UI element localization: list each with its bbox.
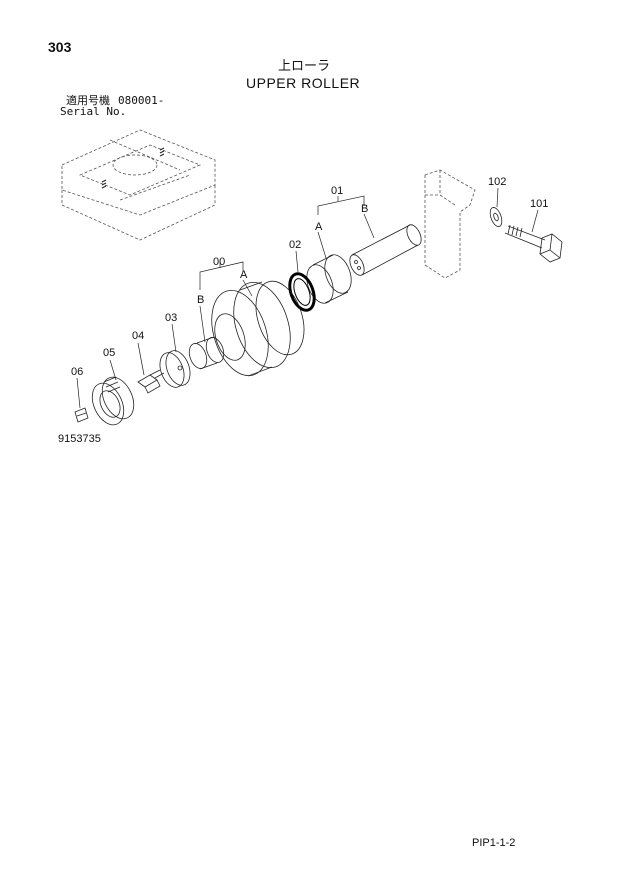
collar bbox=[306, 254, 352, 304]
frame-bracket bbox=[424, 169, 476, 279]
undercarriage-thumbnail bbox=[61, 129, 216, 241]
callout-00: 00 bbox=[213, 256, 225, 268]
shaft bbox=[349, 224, 422, 276]
serial-label-japanese: 適用号機 bbox=[66, 94, 110, 107]
callout-labels: 01 B A 02 00 A B 03 04 05 06 102 101 bbox=[71, 176, 548, 378]
callout-05: 05 bbox=[103, 347, 115, 359]
plug-screw bbox=[137, 369, 165, 394]
callout-00-a: A bbox=[240, 269, 248, 281]
serial-range: 080001- bbox=[118, 94, 165, 107]
cover bbox=[159, 350, 191, 388]
callout-02: 02 bbox=[289, 239, 301, 251]
callout-01-b: B bbox=[361, 203, 368, 215]
leader-lines bbox=[76, 187, 539, 409]
callout-03: 03 bbox=[165, 312, 177, 324]
small-plug bbox=[74, 407, 89, 423]
callout-06: 06 bbox=[71, 366, 83, 378]
callout-01: 01 bbox=[331, 185, 343, 197]
callout-102: 102 bbox=[488, 176, 506, 188]
footer-code: PIP1-1-2 bbox=[472, 837, 516, 849]
serial-label: Serial No. bbox=[60, 105, 127, 118]
title-japanese: 上ローラ bbox=[278, 59, 331, 74]
callout-01-a: A bbox=[315, 221, 323, 233]
retaining-nut bbox=[91, 376, 135, 426]
roller-body bbox=[211, 280, 305, 377]
bushing bbox=[188, 336, 225, 370]
callout-04: 04 bbox=[132, 330, 144, 342]
callout-101: 101 bbox=[530, 198, 548, 210]
seal-ring bbox=[288, 272, 316, 312]
page-number: 303 bbox=[48, 39, 72, 55]
upper-roller-location-marker bbox=[101, 147, 165, 189]
washer bbox=[489, 207, 503, 227]
page-title: UPPER ROLLER bbox=[246, 75, 361, 91]
drawing-number: 9153735 bbox=[58, 433, 101, 445]
mounting-bolt bbox=[504, 224, 563, 263]
callout-00-b: B bbox=[197, 294, 204, 306]
